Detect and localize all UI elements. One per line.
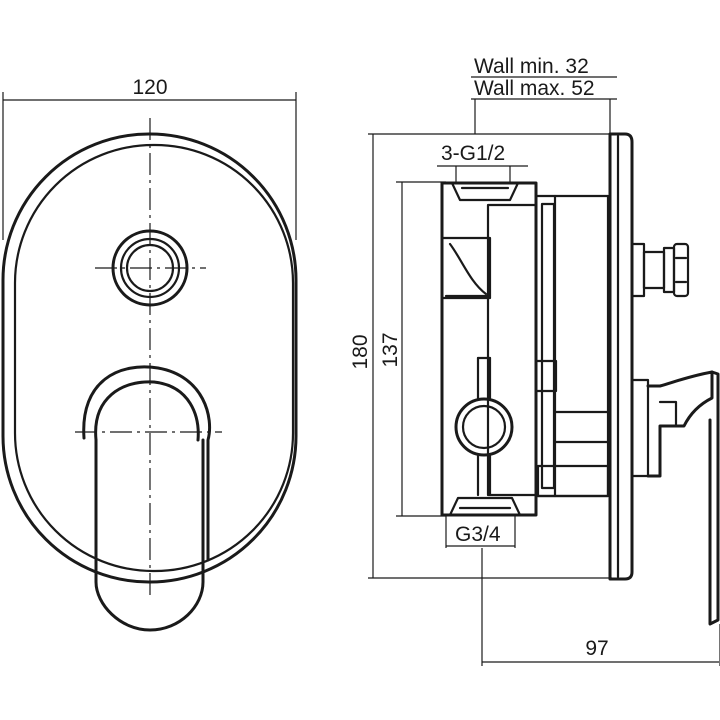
side-view: 180 137 Wall min. 32 Wall max. 52 3-G1/2 <box>349 55 720 666</box>
width-dimension: 120 <box>2 76 297 240</box>
mounting-flange <box>534 194 610 498</box>
valve-body <box>440 181 538 517</box>
inlet-thread-label: G3/4 <box>455 523 501 546</box>
wall-notes: Wall min. 32 Wall max. 52 <box>471 55 617 134</box>
front-view: 120 <box>1 76 298 632</box>
cover-plate-inner <box>13 143 295 573</box>
diverter-knob-side <box>630 242 690 298</box>
cover-plate-side <box>608 132 634 581</box>
depth-dimension: 97 <box>481 548 720 666</box>
diverter-knob <box>111 229 189 307</box>
outlet-thread-label: 3-G1/2 <box>441 142 505 165</box>
lever-handle-side <box>630 370 720 626</box>
depth-label: 97 <box>585 637 608 660</box>
wall-min-label: Wall min. 32 <box>474 55 589 78</box>
wall-max-label: Wall max. 52 <box>474 77 595 100</box>
outlet-thread-callout: 3-G1/2 <box>437 142 528 182</box>
body-height-dimension: 137 <box>379 181 446 517</box>
inlet-thread-callout: G3/4 <box>445 516 516 548</box>
height-dimension: 180 <box>349 133 612 579</box>
width-label: 120 <box>132 76 167 99</box>
height-label: 180 <box>349 334 372 369</box>
lever-handle <box>82 365 212 632</box>
body-height-label: 137 <box>379 332 402 367</box>
